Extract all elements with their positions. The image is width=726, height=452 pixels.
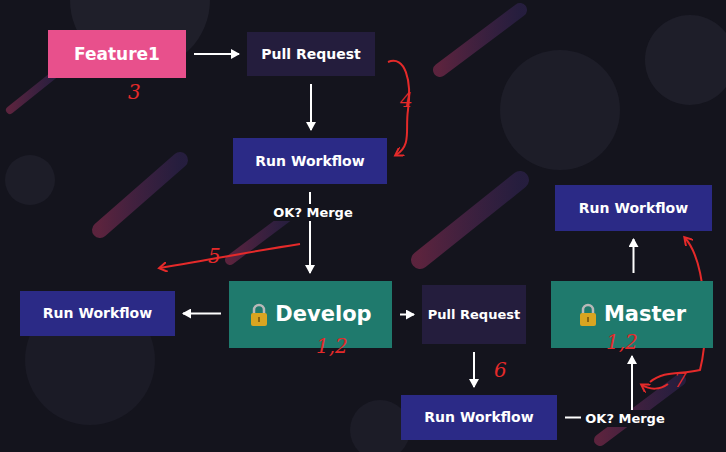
callout-number: 5	[208, 244, 221, 268]
edge-label: OK? Merge	[581, 410, 668, 427]
node-text: Pull Request	[261, 45, 360, 64]
node-text: Master	[604, 300, 686, 328]
callout-number: 7	[674, 368, 687, 392]
flow-arrow	[565, 356, 632, 418]
pull-request-box: Pull Request	[422, 285, 526, 344]
node-text: Develop	[275, 300, 371, 328]
lock-icon	[578, 303, 598, 327]
node-text: Feature1	[74, 43, 160, 66]
node-text: Run Workflow	[579, 199, 688, 218]
callout-number: 6	[494, 358, 507, 382]
workflow-box: Run Workflow	[20, 291, 175, 336]
workflow-box: Run Workflow	[401, 395, 557, 440]
flow-arrow	[633, 239, 635, 273]
callout-number: 3	[128, 80, 141, 104]
node-text: Run Workflow	[255, 152, 364, 171]
flow-arrow	[194, 53, 239, 55]
callout-number: 1,2	[606, 330, 638, 354]
workflow-box: Run Workflow	[233, 138, 387, 184]
feature-box: Feature1	[48, 30, 186, 78]
lock-icon	[249, 303, 269, 327]
node-text: Run Workflow	[43, 304, 152, 323]
workflow-box: Run Workflow	[555, 185, 712, 231]
flow-arrow	[310, 84, 312, 130]
callout-number: 1,2	[316, 334, 348, 358]
callout-number: 4	[400, 88, 413, 112]
pull-request-box: Pull Request	[247, 32, 375, 76]
node-text: Run Workflow	[424, 408, 533, 427]
branch-box: Develop	[229, 281, 392, 348]
node-text: Pull Request	[428, 306, 520, 324]
flow-arrow	[473, 352, 475, 387]
flow-arrow	[400, 314, 414, 316]
edge-label: OK? Merge	[269, 204, 356, 221]
flow-arrow	[183, 313, 221, 315]
